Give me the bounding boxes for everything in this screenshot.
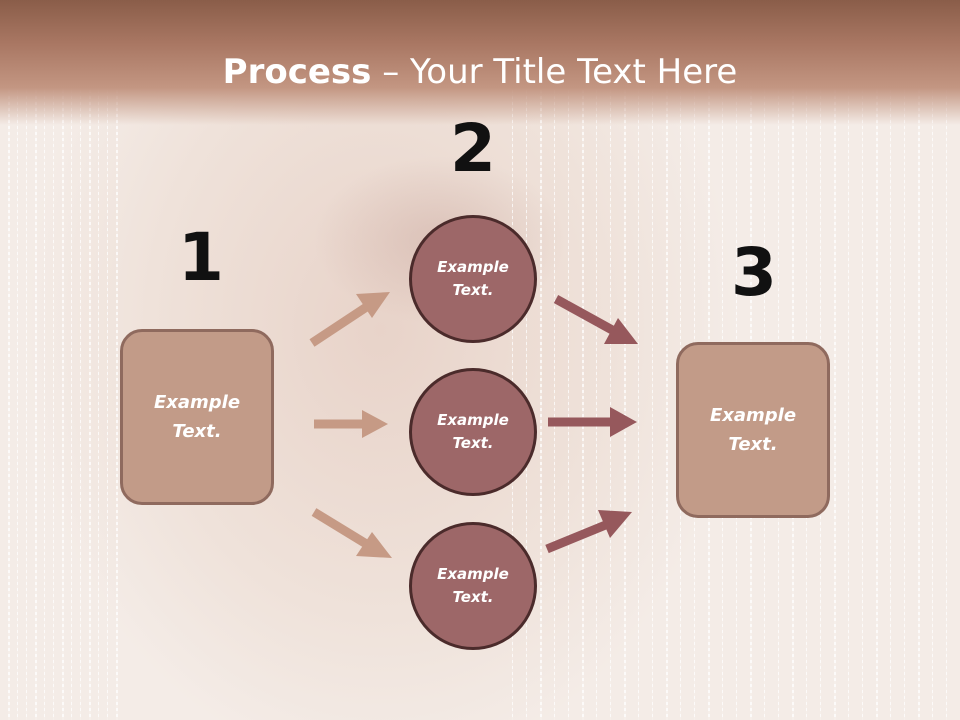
title-bar (0, 0, 960, 125)
arrow-1-to-top (309, 292, 390, 347)
curtain-strand (834, 0, 836, 720)
step-number-3: 3 (731, 234, 777, 311)
curtain-strand (862, 0, 863, 720)
title-rest: Your Title Text Here (410, 52, 738, 92)
curtain-strand (554, 0, 555, 720)
curtain-strand (624, 0, 626, 720)
title-bold: Process (222, 52, 372, 92)
arrow-bottom-to-3 (545, 510, 632, 554)
curtain-strand (848, 0, 849, 720)
curtain-strand (568, 0, 569, 720)
curtain-strand (932, 0, 933, 720)
curtain-strand (596, 0, 597, 720)
arrow-top-to-3 (553, 295, 638, 344)
step-number-1: 1 (178, 219, 224, 296)
curtain-strand (540, 0, 542, 720)
curtain-strand (904, 0, 905, 720)
step-3-label-line1: Example (709, 405, 797, 426)
curtain-strand (53, 0, 54, 720)
curtain-strand (80, 0, 81, 720)
curtain-strand (71, 0, 72, 720)
curtain-strand (98, 0, 99, 720)
arrow-1-to-middle (314, 410, 388, 438)
curtain-strand (876, 0, 878, 720)
curtain-strand (35, 0, 37, 720)
curtain-strand (918, 0, 920, 720)
curtain-strand (8, 0, 10, 720)
curtain-strand (582, 0, 584, 720)
arrow-middle-to-3 (548, 407, 637, 437)
circle-bottom-line1: Example (437, 565, 509, 583)
circle-bottom-line2: Text. (452, 588, 494, 606)
curtain-strand (512, 0, 513, 720)
curtain-strand (107, 0, 108, 720)
curtain-strand (89, 0, 91, 720)
curtain-strand (17, 0, 18, 720)
curtain-strand (890, 0, 891, 720)
step-1-label-line1: Example (153, 392, 241, 413)
curtain-strand (26, 0, 27, 720)
curtain-strand (946, 0, 947, 720)
curtain-strand (44, 0, 45, 720)
curtain-strand (610, 0, 611, 720)
curtain-strand (116, 0, 118, 720)
title-separator: – (371, 52, 411, 92)
curtain-strand (666, 0, 668, 720)
circle-middle-line2: Text. (452, 434, 494, 452)
step-3-label-line2: Text. (728, 434, 778, 455)
arrow-1-to-bottom (311, 508, 392, 558)
curtain-strand (638, 0, 639, 720)
curtain-strand (526, 0, 527, 720)
circle-middle-line1: Example (437, 411, 509, 429)
curtain-strand (62, 0, 64, 720)
step-1-label-line2: Text. (172, 421, 222, 442)
circle-top-line2: Text. (452, 281, 494, 299)
step-number-2: 2 (450, 110, 496, 187)
circle-top-line1: Example (437, 258, 509, 276)
curtain-strand (652, 0, 653, 720)
slide-title: Process – Your Title Text Here (0, 52, 960, 92)
